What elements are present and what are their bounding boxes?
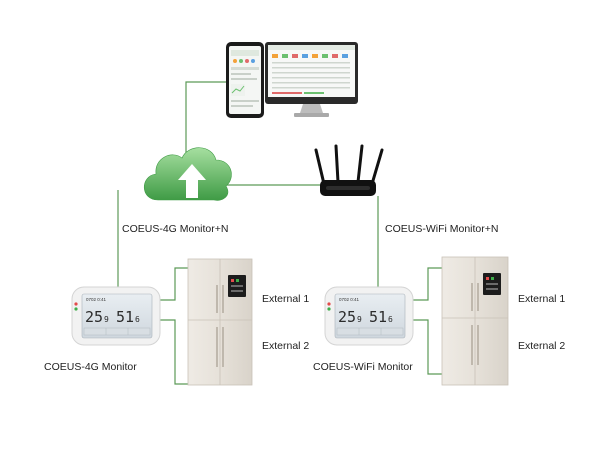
left-temperature-int: 25: [85, 308, 103, 326]
left-humidity-dec: 6: [135, 315, 140, 324]
svg-text:0702 0:41: 0702 0:41: [339, 297, 360, 302]
cloud-upload-icon: [143, 147, 232, 201]
line-cloud-to-clients: [185, 81, 226, 157]
device-label-wifi: COEUS-WiFi Monitor: [313, 361, 413, 373]
line-left-ext2: [158, 319, 188, 385]
left-external-2-label: External 2: [262, 340, 309, 352]
4g-monitor-device: 0702 0:41 25 9 51 6: [71, 286, 161, 346]
right-temperature-int: 25: [338, 308, 356, 326]
left-temperature-dec: 9: [104, 315, 109, 324]
left-humidity-int: 51: [116, 308, 134, 326]
refrigerator-icon: [441, 256, 509, 386]
right-humidity-int: 51: [369, 308, 387, 326]
line-right-ext2: [410, 319, 442, 375]
wifi-monitor-device: 0702 0:41 25 9 51 6: [324, 286, 414, 346]
right-external-2-label: External 2: [518, 340, 565, 352]
desktop-monitor-icon: [265, 42, 358, 117]
connection-lines: [117, 81, 442, 385]
left-external-1-label: External 1: [262, 293, 309, 305]
device-label-4g: COEUS-4G Monitor: [44, 361, 137, 373]
refrigerator-icon: [187, 258, 253, 386]
uplink-label-4g: COEUS-4G Monitor+N: [122, 223, 229, 235]
line-right-ext1: [410, 267, 442, 301]
smartphone-icon: [226, 42, 264, 118]
right-external-1-label: External 1: [518, 293, 565, 305]
wifi-router-icon: [314, 144, 384, 196]
right-humidity-dec: 6: [388, 315, 393, 324]
right-temperature-dec: 9: [357, 315, 362, 324]
line-left-ext1: [158, 267, 188, 301]
svg-text:0702 0:41: 0702 0:41: [86, 297, 107, 302]
uplink-label-wifi: COEUS-WiFi Monitor+N: [385, 223, 498, 235]
